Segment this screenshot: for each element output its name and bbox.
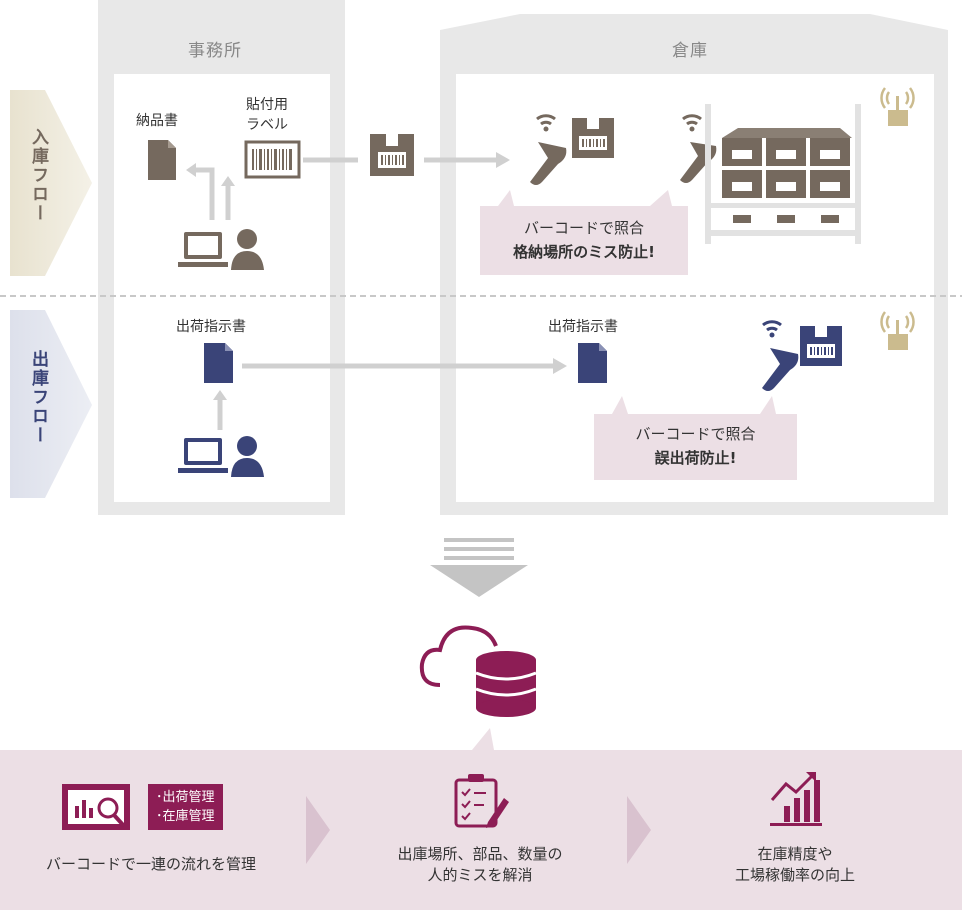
step-chevron	[306, 796, 330, 864]
benefit-3: 在庫精度や 工場稼働率の向上	[705, 844, 885, 886]
outbound-bubble-line2: 誤出荷防止!	[654, 449, 737, 467]
inbound-flow-label: 入庫フロー	[28, 128, 48, 223]
barcode-scanner-icon	[530, 114, 567, 185]
delivery-note-label: 納品書	[136, 113, 178, 129]
office-title: 事務所	[188, 41, 242, 61]
inbound-bubble-text: バーコードで照合 格納場所のミス防止!	[480, 216, 688, 264]
outbound-speech-bubble	[594, 396, 797, 480]
person-icon	[231, 436, 264, 477]
benefit-2-line2: 人的ミスを解消	[427, 866, 533, 884]
computer-icon	[178, 438, 228, 473]
outbound-flow-arrow	[10, 310, 92, 498]
warehouse-shelf-icon	[705, 104, 861, 244]
inbound-bubble-line1: バーコードで照合	[523, 219, 644, 237]
outbound-bubble-line1: バーコードで照合	[635, 425, 756, 443]
inbound-bubble-line2: 格納場所のミス防止!	[513, 243, 655, 261]
package-icon	[572, 118, 614, 158]
growth-chart-icon	[770, 772, 822, 826]
summary-band	[0, 728, 962, 910]
tag-line2: ･在庫管理	[156, 809, 215, 824]
management-tag: ･出荷管理 ･在庫管理	[148, 784, 223, 830]
label-title-line1: 貼付用	[246, 97, 288, 113]
wireless-access-point-icon	[880, 311, 915, 350]
person-icon	[231, 229, 264, 270]
package-icon	[370, 134, 414, 176]
computer-icon	[178, 232, 228, 267]
warehouse-shipping-doc-label: 出荷指示書	[548, 319, 618, 335]
office-inner	[114, 74, 330, 502]
document-icon	[578, 343, 607, 383]
document-icon	[204, 343, 233, 383]
benefit-3-line2: 工場稼働率の向上	[734, 866, 855, 884]
inbound-speech-bubble	[480, 190, 688, 275]
cloud-database-icon	[419, 625, 537, 717]
checklist-clipboard-icon	[454, 774, 509, 828]
document-icon	[148, 140, 176, 180]
analytics-monitor-icon	[62, 784, 130, 830]
benefit-2-line1: 出庫場所、部品、数量の	[397, 845, 563, 863]
outbound-bubble-text: バーコードで照合 誤出荷防止!	[594, 422, 797, 470]
barcode-label-icon	[244, 140, 301, 179]
tag-line1: ･出荷管理	[156, 790, 215, 805]
warehouse-title: 倉庫	[672, 41, 708, 61]
office-shipping-doc-label: 出荷指示書	[176, 319, 246, 335]
inbound-flow-arrow	[10, 90, 92, 276]
label-title-line2: ラベル	[246, 117, 288, 133]
step-chevron	[627, 796, 651, 864]
benefit-1: バーコードで一連の流れを管理	[45, 855, 256, 873]
benefit-2: 出庫場所、部品、数量の 人的ミスを解消	[370, 844, 590, 886]
down-arrow	[430, 538, 528, 597]
wireless-access-point-icon	[880, 87, 915, 126]
barcode-scanner-icon	[762, 320, 799, 391]
package-icon	[800, 326, 842, 366]
benefit-3-line1: 在庫精度や	[757, 845, 833, 863]
outbound-flow-label: 出庫フロー	[28, 350, 48, 445]
